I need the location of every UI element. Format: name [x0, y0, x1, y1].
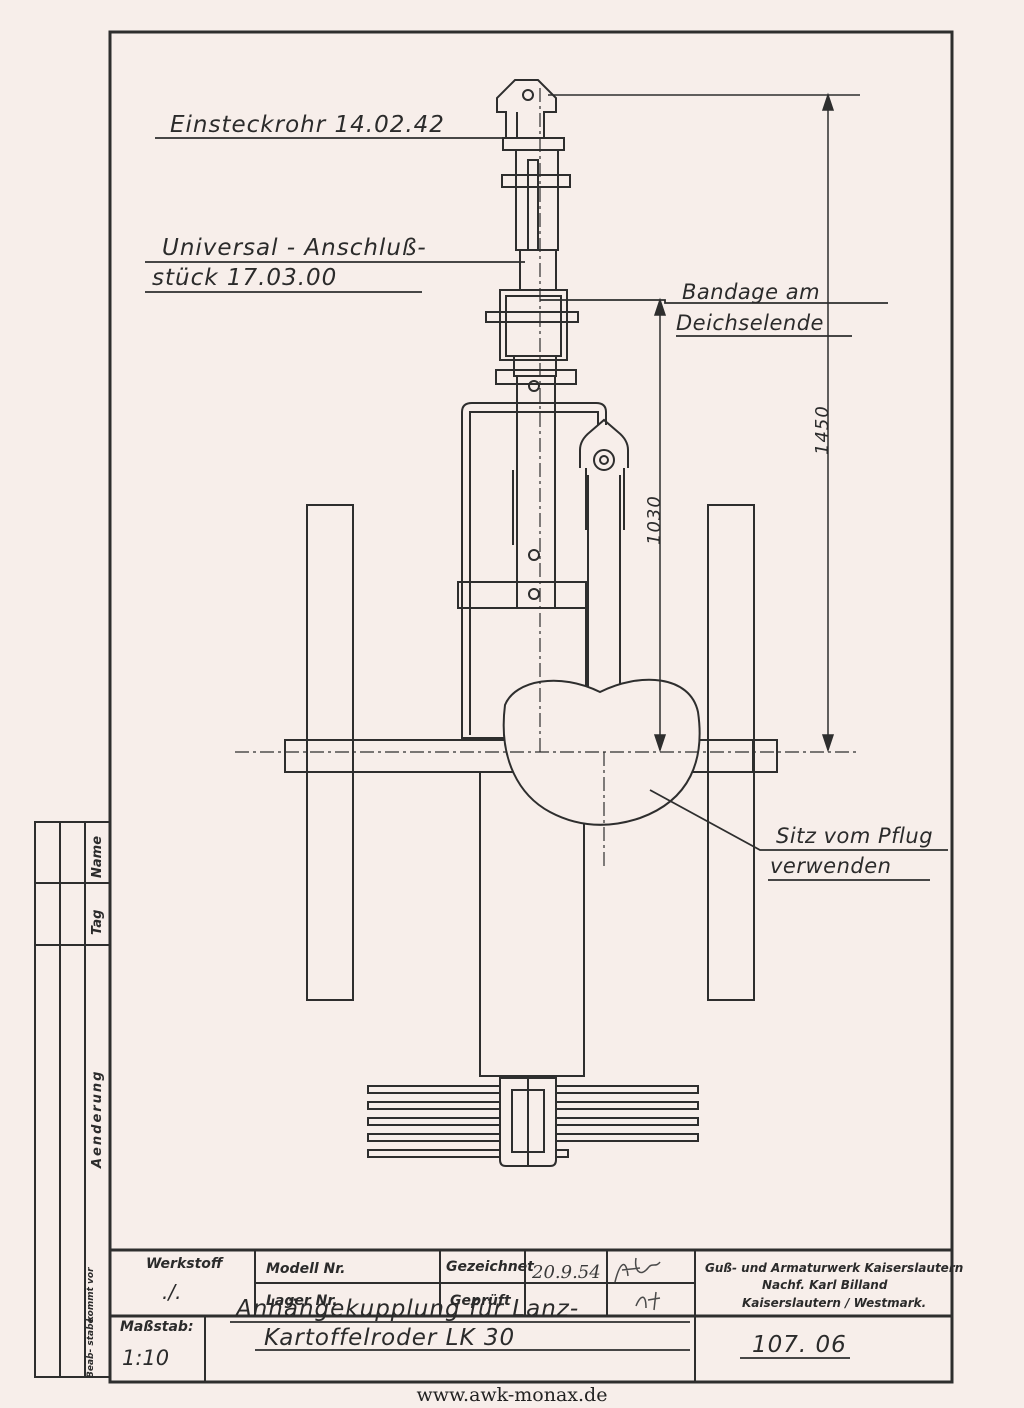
geprueft-label: Geprüft — [450, 1293, 511, 1309]
insertion-tube — [501, 149, 571, 290]
revision-name-header: Name — [90, 835, 105, 878]
seat — [502, 678, 701, 826]
revision-beab-stabe: Beab- stabe — [86, 1317, 96, 1378]
dimension-value-1030: 1030 — [644, 495, 665, 545]
title-block — [110, 1248, 952, 1382]
dimension-value-1450: 1450 — [812, 405, 833, 455]
signature — [614, 1257, 661, 1311]
gezeichnet-date: 20.9.54 — [532, 1262, 601, 1283]
revision-kommt-vor: kommt vor — [86, 1267, 96, 1322]
company-line3: Kaiserslautern / Westmark. — [742, 1296, 927, 1310]
dimension-1450 — [548, 92, 860, 753]
label-universal-line2: stück 17.03.00 — [152, 265, 338, 291]
website-watermark: www.awk-monax.de — [416, 1384, 608, 1406]
leader-lines — [145, 137, 948, 1359]
drawbar — [512, 375, 556, 609]
revision-aenderung-header: Aenderung — [90, 1069, 105, 1168]
drawing-title-line2: Kartoffelroder LK 30 — [264, 1325, 516, 1351]
sheet-border — [108, 30, 954, 1384]
universal-connector — [485, 289, 579, 385]
seat-bracket — [579, 418, 629, 690]
company-line2: Nachf. Karl Billand — [762, 1278, 888, 1292]
revision-block — [34, 821, 111, 1378]
harrow-tines — [367, 1076, 699, 1167]
label-einsteckrohr: Einsteckrohr 14.02.42 — [170, 112, 445, 138]
drawing-title-line1: Anhängekupplung für Lanz- — [236, 1296, 580, 1322]
frame-bar — [461, 402, 607, 735]
revision-tag-header: Tag — [90, 909, 105, 935]
werkstoff-value: ./. — [162, 1280, 182, 1304]
company-line1: Guß- und Armaturwerk Kaiserslautern — [705, 1261, 964, 1275]
massstab-label: Maßstab: — [120, 1319, 194, 1335]
werkstoff-label: Werkstoff — [146, 1256, 223, 1272]
lager-label: Lager Nr. — [266, 1293, 338, 1309]
label-bandage-line2: Deichselende — [676, 311, 824, 335]
gezeichnet-label: Gezeichnet — [446, 1259, 534, 1275]
label-sitz-line2: verwenden — [770, 854, 892, 878]
label-sitz-line1: Sitz vom Pflug — [776, 824, 934, 848]
label-universal-line1: Universal - Anschluß- — [162, 235, 427, 261]
label-bandage-line1: Bandage am — [682, 280, 821, 304]
drawing-number: 107. 06 — [752, 1332, 847, 1358]
massstab-value: 1:10 — [122, 1346, 170, 1370]
modell-label: Modell Nr. — [266, 1261, 346, 1277]
hitch-head — [496, 79, 565, 151]
dimension-1030 — [653, 297, 667, 753]
